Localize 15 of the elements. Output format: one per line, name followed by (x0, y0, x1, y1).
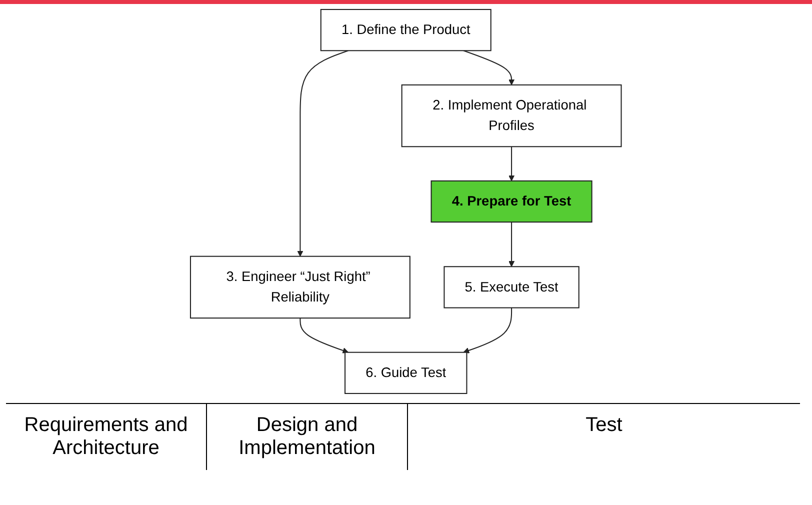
node-box: 5. Execute Test (444, 266, 580, 308)
phase-label: Design and Implementation (207, 404, 408, 470)
arrow (508, 146, 515, 182)
phase-label: Test (584, 413, 624, 438)
node-box: 1. Define the Product (320, 8, 492, 52)
node-box: 6. Guide Test (344, 352, 468, 394)
node-box: 3. Engineer “Just Right” Reliability (190, 256, 411, 319)
arrow (463, 50, 515, 86)
arrow (300, 318, 349, 354)
phase-label: Requirements and Architecture (6, 404, 207, 470)
node-box: 4. Prepare for Test (430, 180, 592, 223)
arrow (297, 50, 349, 257)
arrow (508, 222, 515, 267)
arrow (463, 308, 512, 354)
node-box: 2. Implement Operational Profiles (401, 84, 622, 148)
